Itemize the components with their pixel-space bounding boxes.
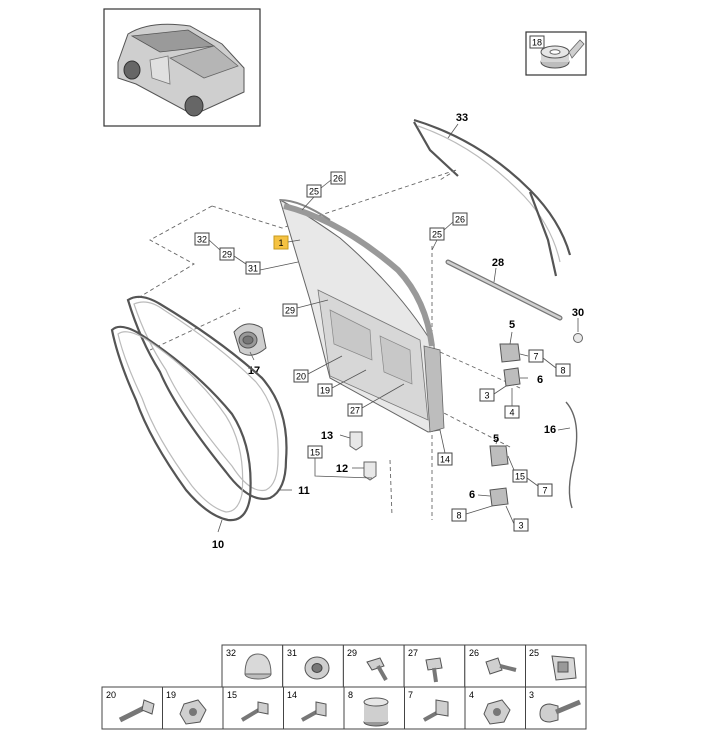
tape-roll-icon (540, 39, 585, 69)
vehicle-thumbnail-icon (117, 23, 245, 117)
label-32: 32 (197, 235, 207, 245)
part-12-plug[interactable] (352, 461, 377, 481)
label-30: 30 (572, 307, 584, 319)
label-15: 15 (310, 448, 320, 458)
table-label-25: 25 (529, 648, 539, 658)
table-label-14: 14 (287, 690, 297, 700)
label-1: 1 (278, 238, 283, 248)
part-16-strap[interactable] (565, 401, 578, 509)
table-label-29: 29 (347, 648, 357, 658)
nut-19-icon (179, 699, 207, 725)
table-label-4: 4 (469, 690, 474, 700)
bolt-15-icon (240, 701, 269, 722)
callout-25-26-top: 25 26 (301, 171, 346, 211)
part-28-guide-rail[interactable] (445, 259, 563, 321)
callout-32-29-31: 32 29 31 (194, 232, 299, 275)
table-label-31: 31 (287, 648, 297, 658)
fastener-table: 32 31 29 27 26 25 20 19 15 14 8 7 4 3 (101, 644, 587, 730)
part-10-inner-seal[interactable] (110, 325, 252, 533)
label-26-top: 26 (333, 174, 343, 184)
label-20: 20 (296, 372, 306, 382)
part-33-frame-seal[interactable] (413, 118, 572, 277)
label-27: 27 (350, 406, 360, 416)
label-16: 16 (544, 424, 556, 436)
label-6-lower: 6 (469, 489, 475, 501)
vehicle-thumbnail (103, 8, 261, 127)
table-label-26: 26 (469, 648, 479, 658)
label-8-upper: 8 (560, 366, 565, 376)
label-10: 10 (212, 539, 224, 551)
label-29-left: 29 (222, 250, 232, 260)
part-13-plug[interactable] (339, 431, 363, 451)
bolt-20-icon (118, 699, 155, 723)
label-12: 12 (336, 463, 348, 475)
label-6-upper: 6 (537, 374, 543, 386)
label-3-lower: 8 (456, 511, 461, 521)
label-5-upper: 5 (509, 319, 515, 331)
label-7-bottom: 3 (518, 521, 523, 531)
plug-8-icon (363, 697, 389, 727)
label-25-right: 25 (432, 230, 442, 240)
cap-icon (244, 653, 272, 680)
label-5-lower: 5 (493, 433, 499, 445)
label-29-mid: 29 (285, 306, 295, 316)
label-31: 31 (248, 264, 258, 274)
part-11-outer-seal[interactable] (126, 295, 292, 501)
table-label-27: 27 (408, 648, 418, 658)
clip-25-icon (551, 655, 577, 681)
table-label-20: 20 (106, 690, 116, 700)
part-17-grille[interactable] (233, 323, 267, 361)
label-8-lower: 7 (542, 486, 547, 496)
part-1-door-shell[interactable] (279, 199, 445, 433)
nut-4-icon (483, 699, 511, 725)
table-label-32: 32 (226, 648, 236, 658)
table-label-15: 15 (227, 690, 237, 700)
bolt-3-icon (539, 699, 581, 723)
label-28: 28 (492, 257, 504, 269)
label-13: 13 (321, 430, 333, 442)
label-11: 11 (298, 485, 310, 497)
part-18-box[interactable]: 18 (525, 31, 587, 76)
label-33: 33 (456, 112, 468, 124)
label-18: 18 (532, 38, 542, 48)
upper-hinge[interactable] (499, 331, 529, 387)
label-26-right: 26 (455, 215, 465, 225)
label-7-lower: 15 (515, 472, 525, 482)
part-30-cap[interactable] (573, 318, 583, 343)
bolt-14-icon (301, 701, 327, 722)
washer-icon (304, 656, 330, 680)
label-7-upper: 7 (533, 352, 538, 362)
label-14: 14 (440, 455, 450, 465)
label-25-top: 25 (309, 187, 319, 197)
screw-29-icon (366, 657, 388, 681)
lower-hinge[interactable] (489, 435, 515, 507)
table-label-8: 8 (348, 690, 353, 700)
screw-26-icon (485, 657, 517, 675)
screw-27-icon (425, 657, 443, 683)
callout-1[interactable]: 1 (273, 235, 301, 250)
table-label-3: 3 (529, 690, 534, 700)
bolt-7-icon (423, 699, 449, 722)
label-4: 4 (509, 408, 514, 418)
table-label-7: 7 (408, 690, 413, 700)
callout-29-20-19-27: 29 20 19 27 (282, 299, 405, 417)
label-19: 19 (320, 386, 330, 396)
table-label-19: 19 (166, 690, 176, 700)
callout-25-26-right: 26 25 (429, 212, 468, 251)
label-3-upper: 3 (484, 391, 489, 401)
